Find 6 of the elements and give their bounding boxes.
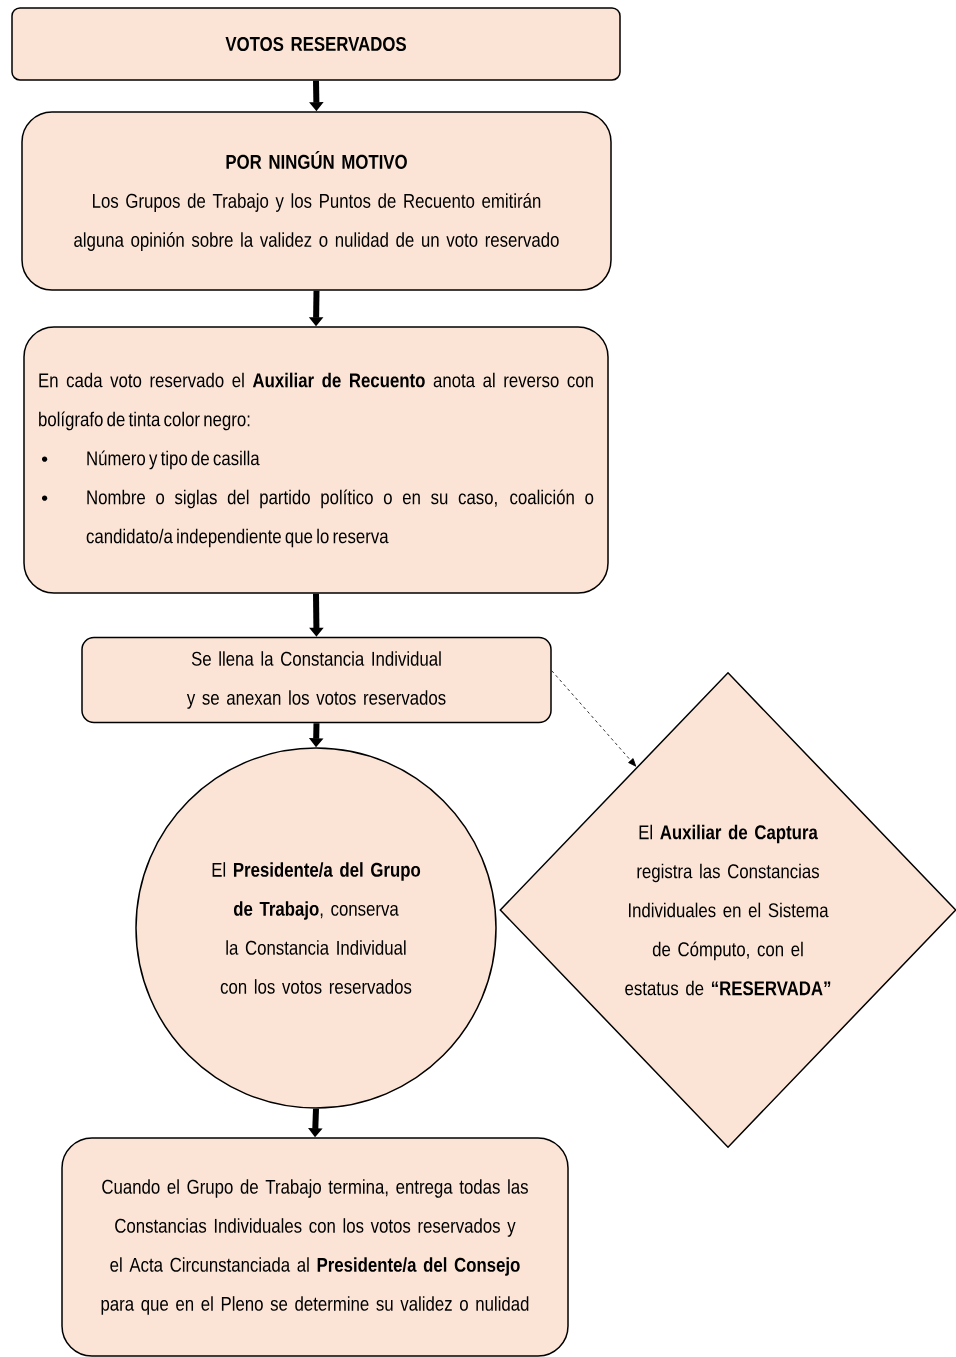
process-box: En cada voto reservado el Auxiliar de Recuento anota al reverso con bolígrafo de tinta color negro: Número y tipo de casilla Nombre o siglas del partido político o en su caso, coalición o candidato/a independiente que lo reserva bbox=[23, 326, 609, 594]
title-box: VOTOS RESERVADOS bbox=[11, 7, 621, 81]
process-box: Se llena la Constancia Individual y se anexan los votos reservados bbox=[81, 636, 552, 724]
arrow bbox=[551, 670, 637, 767]
process-box: Cuando el Grupo de Trabajo termina, entrega todas las Constancias Individuales con los votos reservados y el Acta Circunstanciada al Presidente/a del Consejo para que en el Pleno se determine su validez o nulidad bbox=[61, 1137, 569, 1357]
process-box: POR NINGÚN MOTIVO Los Grupos de Trabajo y los Puntos de Recuento emitirán alguna opinión sobre la validez o nulidad de un voto reservado bbox=[21, 111, 612, 291]
